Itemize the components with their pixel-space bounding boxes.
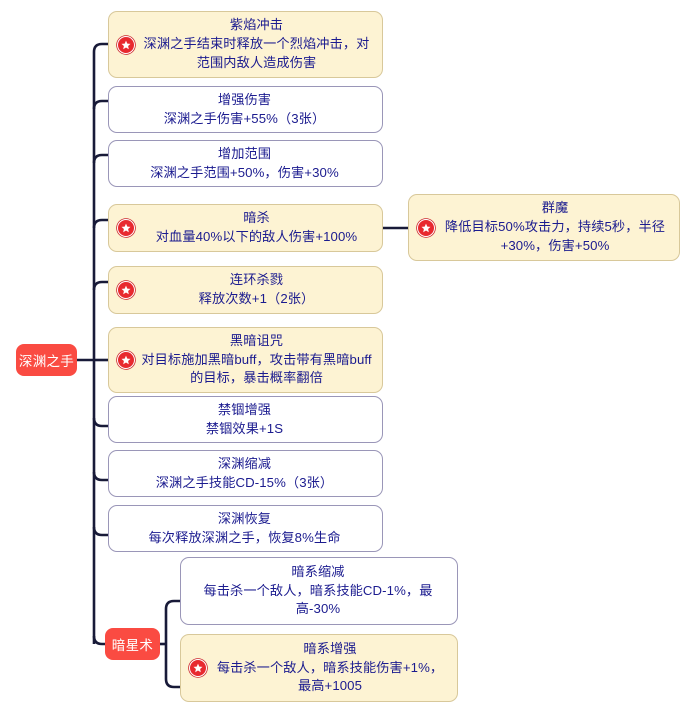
root-node-label: 深渊之手 [18, 354, 75, 369]
star-icon [117, 281, 135, 299]
skill-node-desc: 深渊之手伤害+55%（3张） [163, 110, 326, 126]
star-icon [117, 219, 135, 237]
skill-node[interactable]: 增强伤害 深渊之手伤害+55%（3张） [108, 86, 383, 133]
branch-node-badge[interactable]: 暗星术 [105, 628, 160, 660]
skill-node[interactable]: 增加范围 深渊之手范围+50%，伤害+30% [108, 140, 383, 187]
sub-skill-node-desc: 每击杀一个敌人，暗系技能伤害+1%，最高+1005 [216, 659, 444, 694]
side-skill-node[interactable]: 群魔 降低目标50%攻击力，持续5秒，半径+30%，伤害+50% [408, 194, 680, 261]
skill-node-text: 黑暗诅咒 对目标施加黑暗buff，攻击带有黑暗buff的目标，暴击概率翻倍 [139, 332, 374, 388]
skill-node[interactable]: 暗杀 对血量40%以下的敌人伤害+100% [108, 204, 383, 252]
sub-skill-node[interactable]: 暗系缩减 每击杀一个敌人，暗系技能CD-1%，最高-30% [180, 557, 458, 625]
sub-skill-node-text: 暗系缩减 每击杀一个敌人，暗系技能CD-1%，最高-30% [187, 563, 449, 619]
star-icon [189, 659, 207, 677]
skill-node-title: 黑暗诅咒 [229, 332, 284, 348]
sub-skill-node-title: 暗系增强 [303, 640, 357, 656]
skill-node-desc: 对目标施加黑暗buff，攻击带有黑暗buff的目标，暴击概率翻倍 [141, 351, 372, 386]
skill-node-text: 连环杀戮 释放次数+1（2张） [139, 271, 374, 308]
skill-node-title: 增强伤害 [217, 91, 272, 107]
skill-node-title: 紫焰冲击 [229, 17, 284, 33]
skill-node-desc: 深渊之手技能CD-15%（3张） [155, 474, 334, 490]
skill-node[interactable]: 禁锢增强 禁锢效果+1S [108, 396, 383, 443]
star-icon [117, 351, 135, 369]
sub-skill-node[interactable]: 暗系增强 每击杀一个敌人，暗系技能伤害+1%，最高+1005 [180, 634, 458, 702]
root-node-badge[interactable]: 深渊之手 [16, 344, 77, 376]
skill-node-desc: 每次释放深渊之手，恢复8%生命 [148, 529, 341, 545]
skill-node[interactable]: 黑暗诅咒 对目标施加黑暗buff，攻击带有黑暗buff的目标，暴击概率翻倍 [108, 327, 383, 393]
branch-node-label: 暗星术 [111, 638, 154, 653]
star-icon [417, 218, 435, 237]
skill-node-desc: 深渊之手范围+50%，伤害+30% [150, 164, 339, 180]
skill-node-title: 连环杀戮 [229, 272, 284, 288]
sub-skill-node-text: 暗系增强 每击杀一个敌人，暗系技能伤害+1%，最高+1005 [211, 640, 449, 696]
skill-node-text: 深渊缩减 深渊之手技能CD-15%（3张） [115, 455, 374, 492]
skill-node-title: 暗杀 [243, 210, 270, 226]
skill-node[interactable]: 深渊缩减 深渊之手技能CD-15%（3张） [108, 450, 383, 497]
side-skill-node-text: 群魔 降低目标50%攻击力，持续5秒，半径+30%，伤害+50% [439, 199, 671, 255]
side-skill-node-desc: 降低目标50%攻击力，持续5秒，半径+30%，伤害+50% [444, 219, 666, 253]
skill-node[interactable]: 连环杀戮 释放次数+1（2张） [108, 266, 383, 314]
skill-node-text: 禁锢增强 禁锢效果+1S [115, 401, 374, 438]
skill-node-desc: 释放次数+1（2张） [198, 291, 315, 306]
skill-node-desc: 禁锢效果+1S [205, 420, 284, 436]
side-skill-node-title: 群魔 [541, 200, 569, 216]
skill-node-text: 增加范围 深渊之手范围+50%，伤害+30% [115, 145, 374, 182]
skill-node-title: 深渊恢复 [217, 510, 272, 526]
skill-node-text: 暗杀 对血量40%以下的敌人伤害+100% [139, 209, 374, 246]
skill-node-text: 紫焰冲击 深渊之手结束时释放一个烈焰冲击，对范围内敌人造成伤害 [139, 16, 374, 72]
skill-node-desc: 深渊之手结束时释放一个烈焰冲击，对范围内敌人造成伤害 [143, 36, 370, 70]
skill-node[interactable]: 深渊恢复 每次释放深渊之手，恢复8%生命 [108, 505, 383, 552]
skill-node[interactable]: 紫焰冲击 深渊之手结束时释放一个烈焰冲击，对范围内敌人造成伤害 [108, 11, 383, 78]
skill-node-text: 增强伤害 深渊之手伤害+55%（3张） [115, 91, 374, 128]
skill-node-title: 深渊缩减 [217, 455, 272, 471]
star-icon [117, 35, 135, 54]
skill-node-desc: 对血量40%以下的敌人伤害+100% [155, 229, 358, 244]
sub-skill-node-title: 暗系缩减 [291, 563, 345, 579]
skill-node-title: 增加范围 [217, 145, 272, 161]
sub-skill-node-desc: 每击杀一个敌人，暗系技能CD-1%，最高-30% [203, 582, 433, 617]
skill-node-text: 深渊恢复 每次释放深渊之手，恢复8%生命 [115, 510, 374, 547]
skill-node-title: 禁锢增强 [217, 401, 272, 417]
